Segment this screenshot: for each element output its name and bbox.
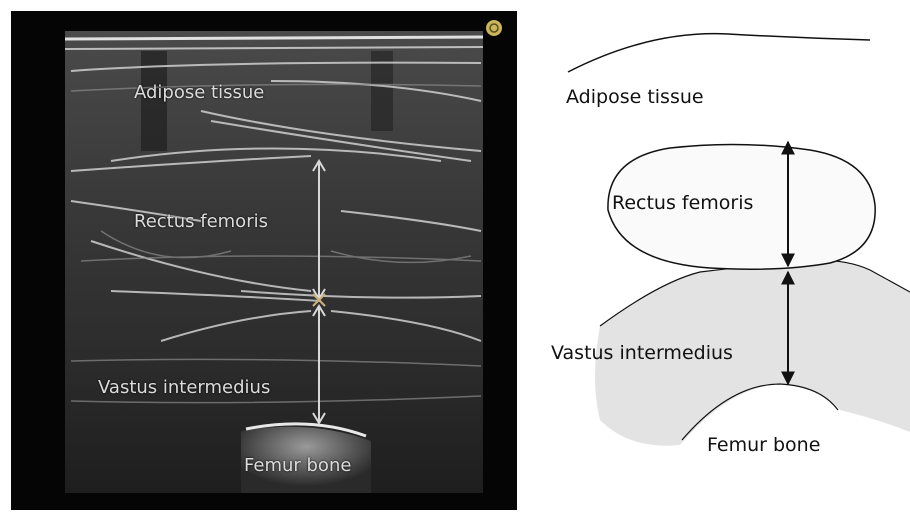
us-label-rectus: Rectus femoris (134, 211, 268, 232)
diag-label-rectus: Rectus femoris (612, 192, 753, 214)
adipose-boundary (568, 34, 870, 72)
ultrasound-image: Adipose tissue Rectus femoris Vastus int… (11, 11, 517, 510)
us-label-adipose: Adipose tissue (134, 82, 264, 103)
diag-label-femur: Femur bone (707, 434, 820, 456)
diag-label-adipose: Adipose tissue (566, 86, 704, 108)
us-label-femur: Femur bone (244, 455, 351, 476)
schematic-diagram: Adipose tissue Rectus femoris Vastus int… (540, 0, 910, 518)
settings-badge-icon[interactable] (486, 20, 502, 36)
diag-label-vastus: Vastus intermedius (551, 342, 733, 364)
us-label-vastus: Vastus intermedius (98, 377, 270, 398)
